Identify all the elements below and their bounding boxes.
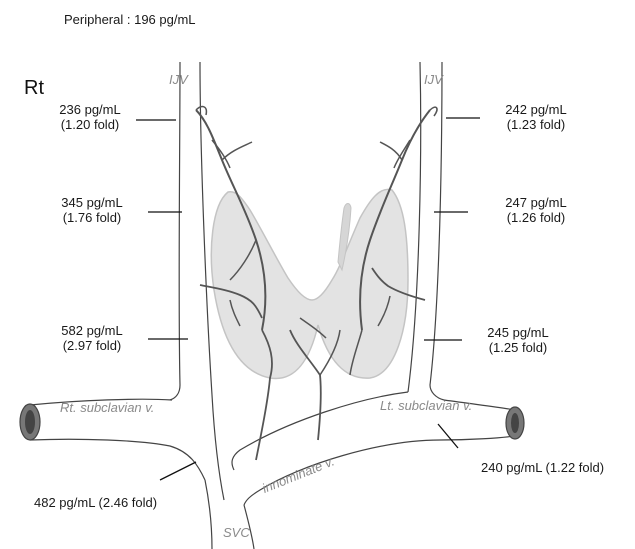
sample-fold: (2.97 fold) <box>42 338 142 353</box>
vessel-label-svc: SVC <box>223 525 250 540</box>
sample-rt-middle: 345 pg/mL (1.76 fold) <box>42 195 142 225</box>
left-ijv-vessel <box>408 62 444 400</box>
vessel-label-rt-subclavian: Rt. subclavian v. <box>60 400 154 415</box>
sample-value: 245 pg/mL <box>468 325 568 340</box>
sample-innominate-lt: 240 pg/mL (1.22 fold) <box>481 460 604 475</box>
sample-fold: (1.26 fold) <box>486 210 586 225</box>
sample-value: 236 pg/mL <box>40 102 140 117</box>
sample-fold: (1.23 fold) <box>486 117 586 132</box>
sample-rt-upper: 236 pg/mL (1.20 fold) <box>40 102 140 132</box>
peripheral-label: Peripheral : 196 pg/mL <box>64 12 196 27</box>
leader-innominate-lt <box>438 424 458 448</box>
sample-value: 242 pg/mL <box>486 102 586 117</box>
sample-value: 582 pg/mL <box>42 323 142 338</box>
sample-fold: (1.76 fold) <box>42 210 142 225</box>
sample-fold: (1.25 fold) <box>468 340 568 355</box>
sample-lt-middle: 247 pg/mL (1.26 fold) <box>486 195 586 225</box>
sample-lt-upper: 242 pg/mL (1.23 fold) <box>486 102 586 132</box>
vessel-label-lt-subclavian: Lt. subclavian v. <box>380 398 472 413</box>
sample-rt-lower: 582 pg/mL (2.97 fold) <box>42 323 142 353</box>
right-side-label: Rt <box>24 77 44 100</box>
leader-innominate-rt <box>160 462 196 480</box>
sample-innominate-rt: 482 pg/mL (2.46 fold) <box>34 495 157 510</box>
sample-value: 247 pg/mL <box>486 195 586 210</box>
vessel-label-ijv-left: IJV <box>424 72 443 87</box>
sample-lt-lower: 245 pg/mL (1.25 fold) <box>468 325 568 355</box>
vessel-label-ijv-right: IJV <box>169 72 188 87</box>
sample-value: 345 pg/mL <box>42 195 142 210</box>
sample-fold: (1.20 fold) <box>40 117 140 132</box>
